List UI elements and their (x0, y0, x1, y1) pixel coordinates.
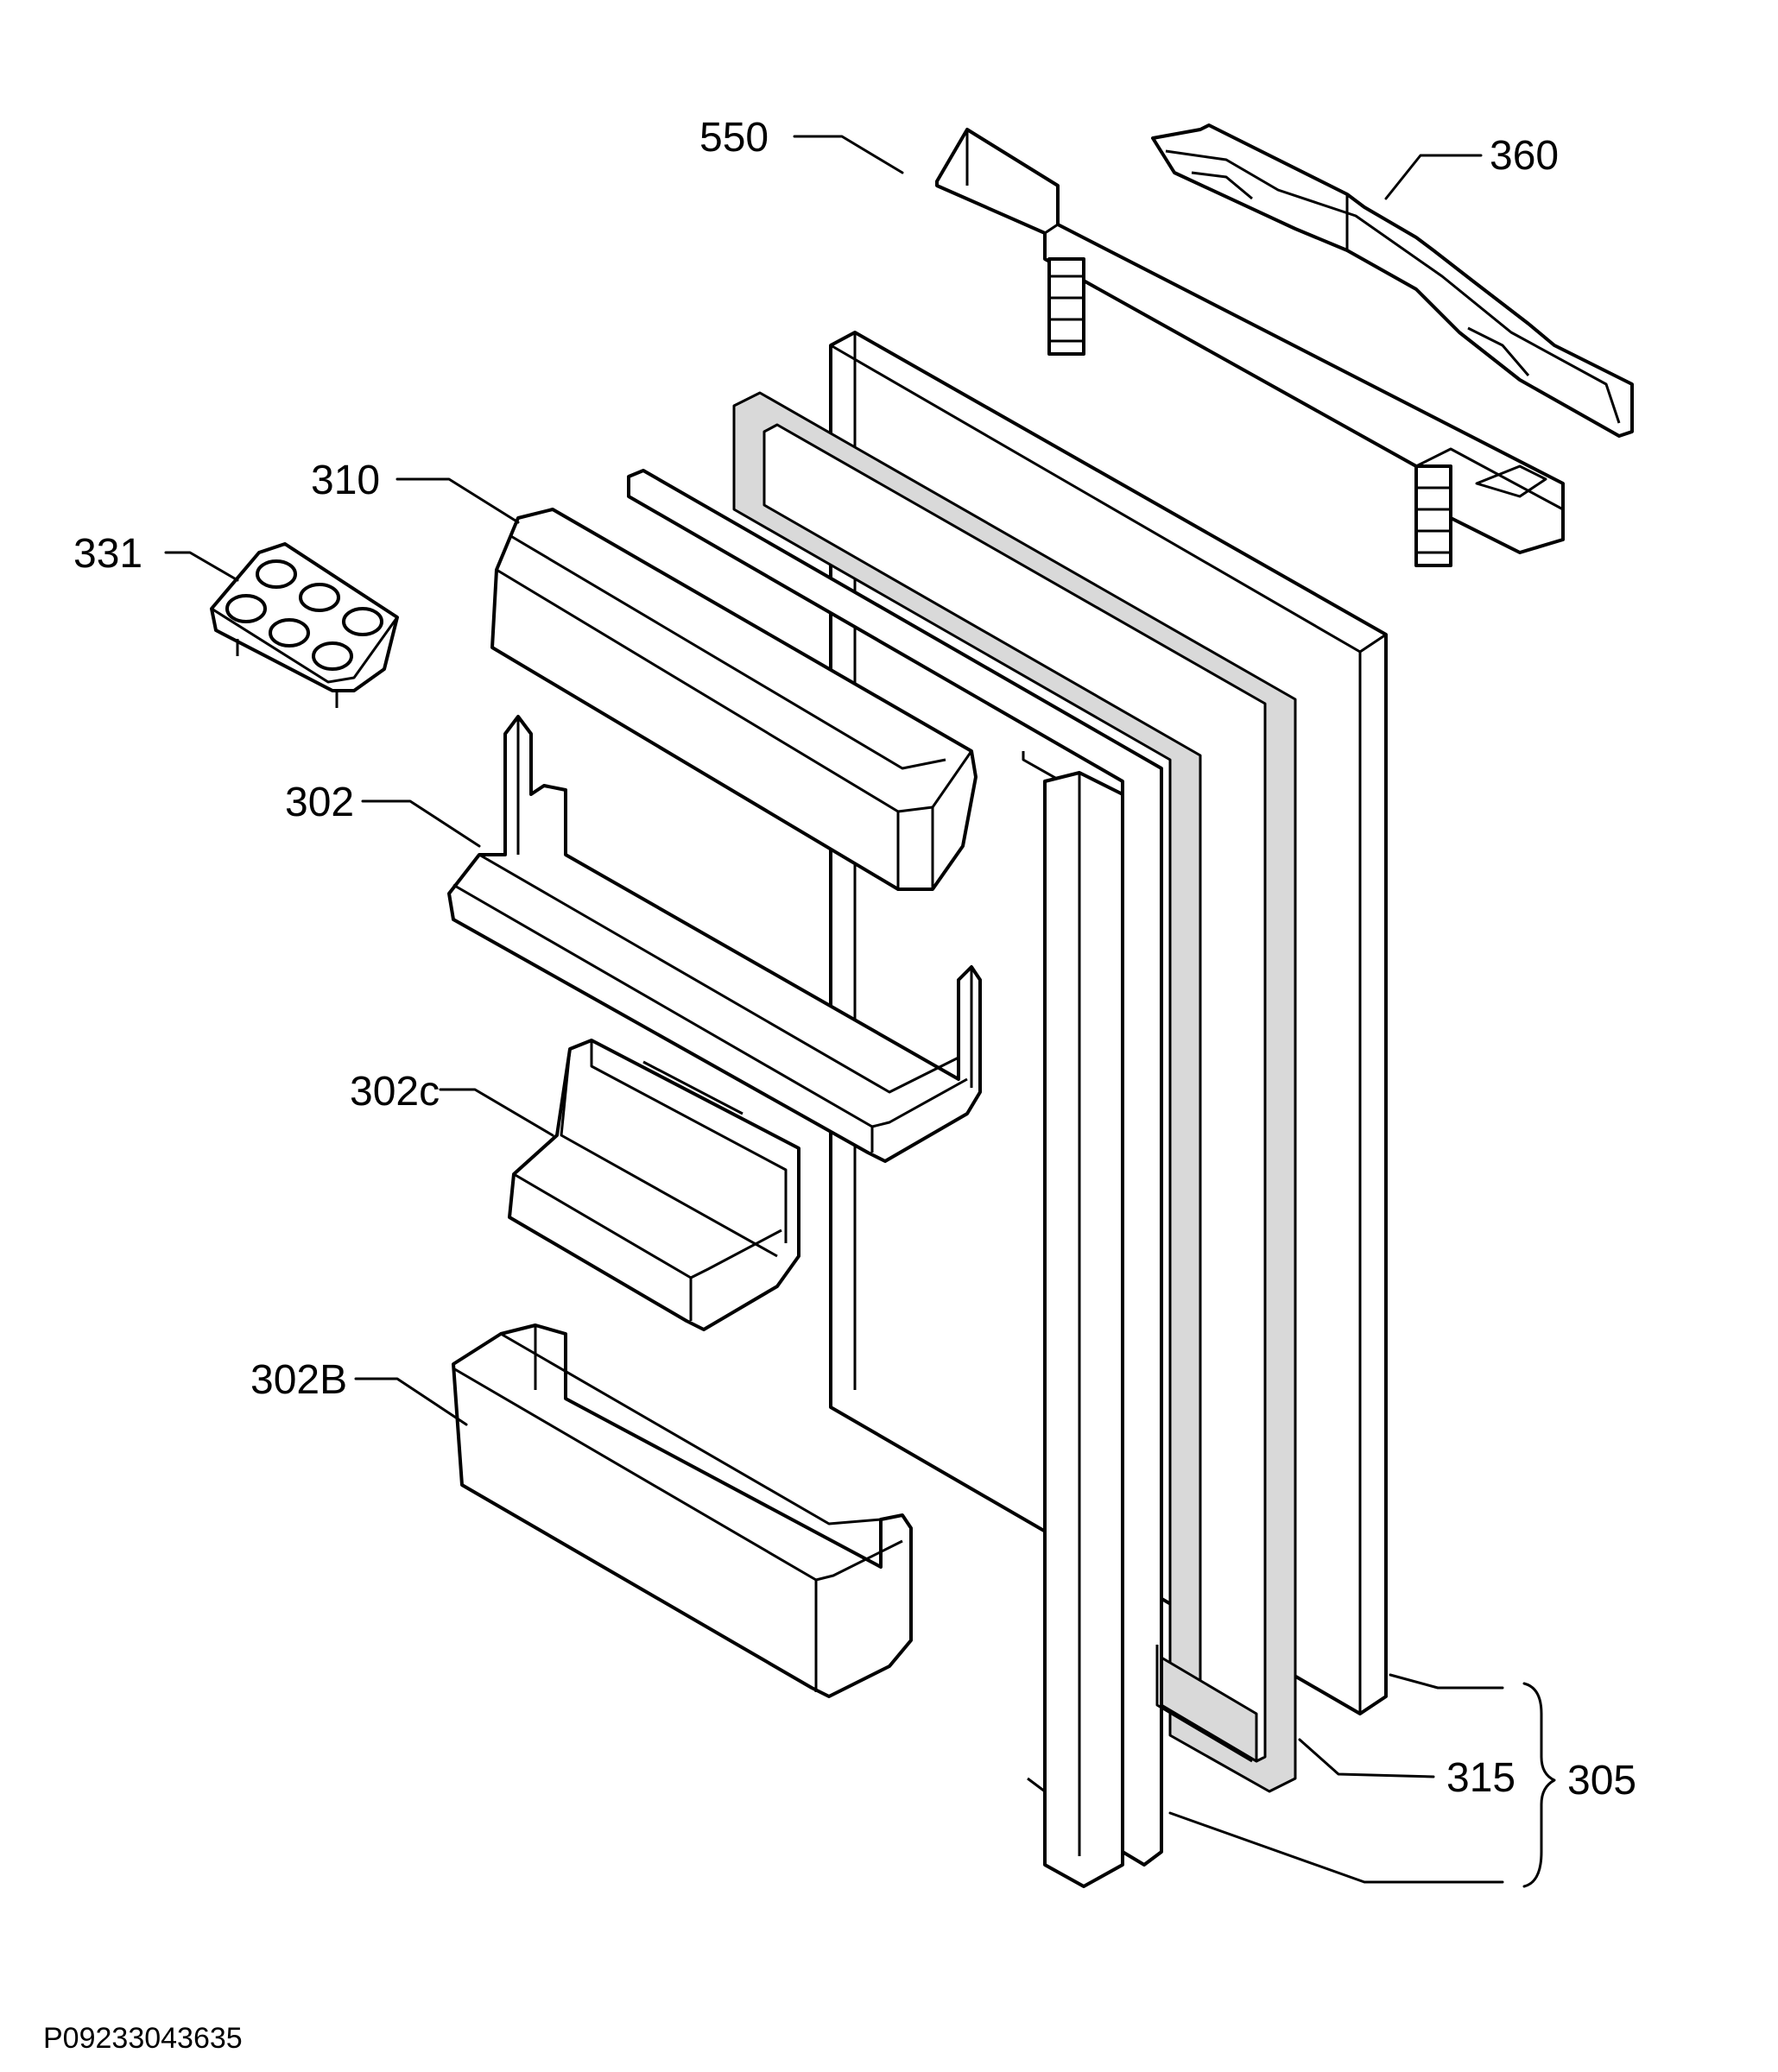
door-inner-liner (627, 469, 1253, 1888)
callout-310: 310 (311, 458, 380, 503)
dairy-compartment-part-310 (490, 508, 978, 891)
callout-302c: 302c (350, 1069, 440, 1115)
hinge-bracket-part-360 (1151, 123, 1634, 438)
callout-302: 302 (285, 780, 354, 825)
small-bin-part-302c (508, 1039, 800, 1331)
callout-315: 315 (1446, 1755, 1515, 1801)
callout-302B: 302B (250, 1357, 347, 1403)
leader-lines (164, 135, 1556, 1888)
egg-tray-part-331 (210, 542, 399, 708)
door-shelf-part-302 (447, 715, 982, 1163)
bottle-shelf-part-302B (452, 1323, 913, 1698)
callout-360: 360 (1490, 133, 1559, 179)
callout-550: 550 (699, 115, 769, 161)
hinge-cover-part-550 (935, 128, 1565, 567)
callout-305: 305 (1567, 1758, 1636, 1804)
callout-331: 331 (73, 531, 142, 577)
document-code: P09233043635 (43, 2022, 243, 2055)
